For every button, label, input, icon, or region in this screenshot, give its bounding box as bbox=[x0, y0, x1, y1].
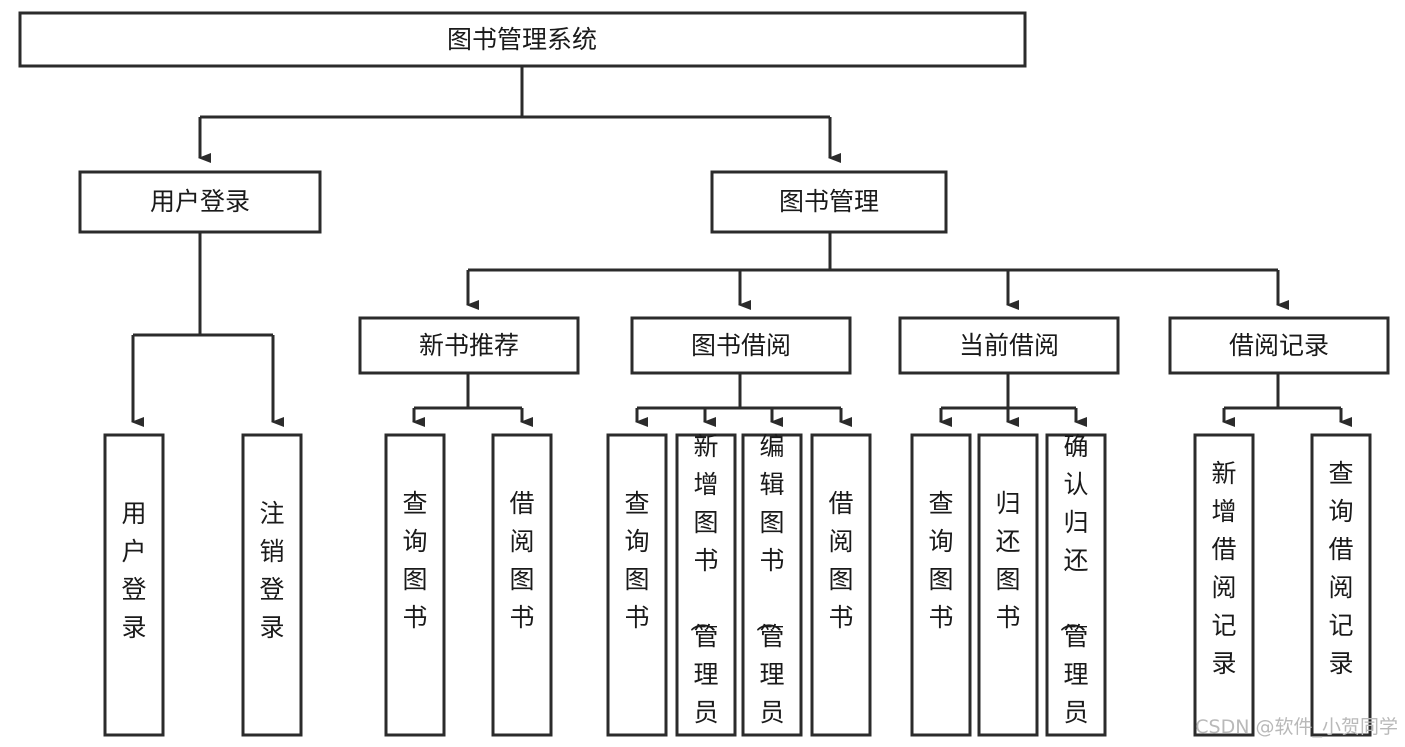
node-book-manage-label: 图书管理 bbox=[779, 187, 879, 216]
leaf-query-book-2-box[interactable] bbox=[606, 433, 668, 737]
leaf-user-login-label: 用户登录 bbox=[121, 499, 146, 642]
leaf-query-record-box[interactable] bbox=[1310, 433, 1372, 737]
connector-layer bbox=[131, 66, 1352, 427]
node-borrow-record-label: 借阅记录 bbox=[1229, 331, 1329, 360]
node-book-manage-box[interactable] bbox=[710, 170, 948, 234]
leaf-query-book-1[interactable]: 查询图书 bbox=[384, 433, 446, 737]
leaf-borrow-book-1-label: 借阅图书 bbox=[509, 489, 534, 632]
leaf-edit-book-box[interactable] bbox=[741, 433, 803, 737]
leaf-query-record[interactable]: 查询借阅记录 bbox=[1310, 433, 1372, 737]
leaf-logout-login-label: 注销登录 bbox=[259, 499, 284, 642]
node-new-book-recommend-box[interactable] bbox=[358, 316, 580, 375]
leaf-query-book-1-box[interactable] bbox=[384, 433, 446, 737]
leaf-query-book-3-label: 查询图书 bbox=[928, 489, 953, 632]
leaf-query-book-2[interactable]: 查询图书 bbox=[606, 433, 668, 737]
leaf-add-record[interactable]: 新增借阅记录 bbox=[1193, 433, 1255, 737]
leaf-borrow-book-2-box[interactable] bbox=[810, 433, 872, 737]
node-root[interactable]: 图书管理系统 bbox=[18, 11, 1027, 68]
leaf-return-book[interactable]: 归还图书 bbox=[977, 433, 1039, 737]
leaf-confirm-return-box[interactable] bbox=[1045, 433, 1107, 737]
node-book-borrow-box[interactable] bbox=[630, 316, 852, 375]
leaf-query-book-3-box[interactable] bbox=[910, 433, 972, 737]
leaf-confirm-return[interactable]: 确认归还（管理员） bbox=[1045, 432, 1107, 747]
leaf-edit-book-label: 编辑图书（管理员） bbox=[753, 432, 784, 747]
leaf-borrow-book-2-label: 借阅图书 bbox=[828, 489, 853, 632]
leaf-return-book-label: 归还图书 bbox=[995, 489, 1020, 632]
leaf-logout-login[interactable]: 注销登录 bbox=[241, 433, 303, 737]
node-root-label: 图书管理系统 bbox=[447, 25, 597, 54]
leaf-edit-book[interactable]: 编辑图书（管理员） bbox=[741, 432, 803, 747]
node-book-manage[interactable]: 图书管理 bbox=[710, 170, 948, 234]
node-current-borrow-label: 当前借阅 bbox=[959, 331, 1059, 360]
csdn-watermark: CSDN @软件_小贺同学 bbox=[1195, 716, 1398, 738]
node-book-borrow-label: 图书借阅 bbox=[691, 331, 791, 360]
leaf-borrow-book-2[interactable]: 借阅图书 bbox=[810, 433, 872, 737]
node-new-book-recommend-label: 新书推荐 bbox=[419, 331, 519, 360]
leaf-add-book[interactable]: 新增图书（管理员） bbox=[675, 432, 737, 747]
node-borrow-record[interactable]: 借阅记录 bbox=[1168, 316, 1390, 375]
leaf-add-book-label: 新增图书（管理员） bbox=[687, 432, 718, 747]
node-root-box[interactable] bbox=[18, 11, 1027, 68]
node-user-login-box[interactable] bbox=[78, 170, 322, 234]
node-user-login-label: 用户登录 bbox=[150, 187, 250, 216]
leaf-borrow-book-1-box[interactable] bbox=[491, 433, 553, 737]
leaf-user-login-box[interactable] bbox=[103, 433, 165, 737]
leaf-query-record-label: 查询借阅记录 bbox=[1328, 459, 1353, 678]
leaf-query-book-3[interactable]: 查询图书 bbox=[910, 433, 972, 737]
node-new-book-recommend[interactable]: 新书推荐 bbox=[358, 316, 580, 375]
leaf-logout-login-box[interactable] bbox=[241, 433, 303, 737]
node-book-borrow[interactable]: 图书借阅 bbox=[630, 316, 852, 375]
node-current-borrow-box[interactable] bbox=[898, 316, 1120, 375]
leaf-confirm-return-label: 确认归还（管理员） bbox=[1057, 432, 1088, 747]
leaf-borrow-book-1[interactable]: 借阅图书 bbox=[491, 433, 553, 737]
leaf-add-record-label: 新增借阅记录 bbox=[1211, 459, 1236, 678]
node-borrow-record-box[interactable] bbox=[1168, 316, 1390, 375]
leaf-user-login[interactable]: 用户登录 bbox=[103, 433, 165, 737]
leaf-query-book-2-label: 查询图书 bbox=[624, 489, 649, 632]
leaf-add-book-box[interactable] bbox=[675, 433, 737, 737]
node-user-login[interactable]: 用户登录 bbox=[78, 170, 322, 234]
leaf-query-book-1-label: 查询图书 bbox=[402, 489, 427, 632]
leaf-add-record-box[interactable] bbox=[1193, 433, 1255, 737]
node-current-borrow[interactable]: 当前借阅 bbox=[898, 316, 1120, 375]
leaf-return-book-box[interactable] bbox=[977, 433, 1039, 737]
